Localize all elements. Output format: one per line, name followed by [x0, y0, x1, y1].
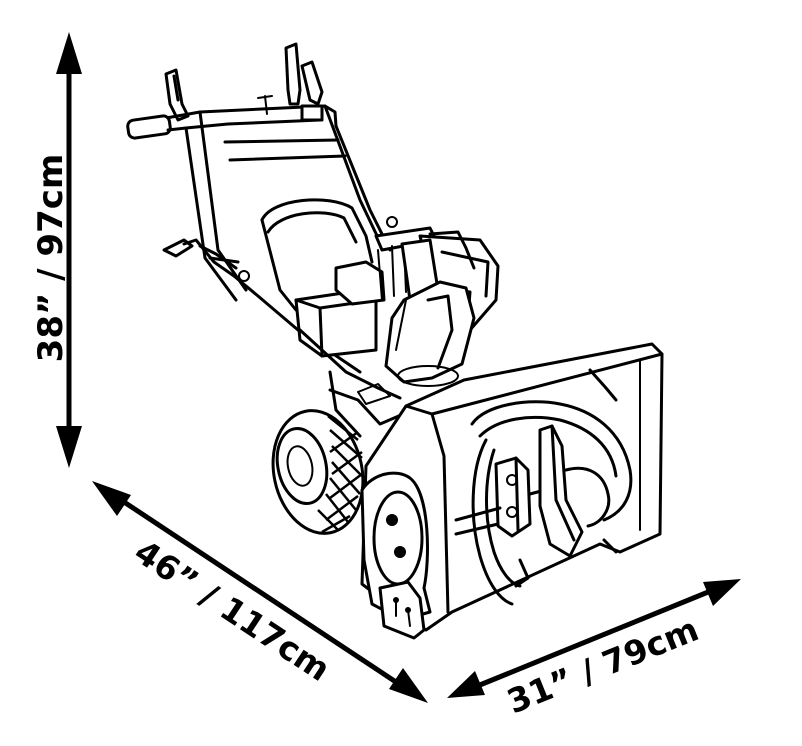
height-dimension-arrow [56, 32, 82, 468]
snow-blower-illustration [126, 42, 664, 640]
length-label: 46” / 117cm [128, 532, 338, 689]
height-label: 38” / 97cm [31, 154, 71, 363]
rear-wheel [271, 409, 365, 535]
length-dimension-arrow [92, 481, 428, 703]
discharge-chute [384, 238, 476, 387]
drive-control-lever [164, 68, 190, 122]
handle-guard-frame [260, 198, 374, 312]
chassis-frame [298, 328, 410, 438]
auger-control-levers [257, 42, 324, 122]
auger [454, 400, 633, 606]
side-plate [360, 471, 432, 622]
skid-shoe [378, 580, 426, 640]
width-dimension-arrow [447, 579, 741, 698]
